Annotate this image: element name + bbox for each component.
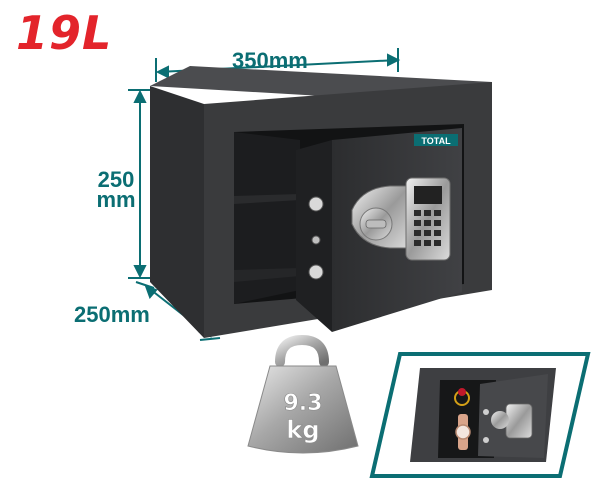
electronic-lock — [351, 177, 451, 261]
door-bolt-top — [308, 196, 324, 212]
brand-label: TOTAL — [421, 136, 451, 146]
lock-display — [414, 186, 442, 204]
depth-label: 250mm — [74, 302, 150, 327]
width-label: 350mm — [232, 48, 308, 73]
safe-door: TOTAL — [296, 128, 462, 332]
height-label: 250 mm — [86, 167, 146, 212]
brand-badge — [414, 134, 458, 146]
height-unit: mm — [96, 187, 136, 212]
weight-value: 9.3 — [284, 391, 323, 416]
door-bolt-bottom — [308, 264, 324, 280]
height-dimension-line — [128, 89, 152, 279]
capacity-label: 19L — [16, 6, 113, 60]
weight-unit: kg — [286, 416, 319, 444]
keypad — [414, 210, 441, 246]
key-hole — [311, 235, 321, 245]
weight-icon: 9.3 kg — [247, 334, 359, 454]
inset-photo — [369, 352, 591, 478]
height-value: 250 — [97, 167, 135, 192]
